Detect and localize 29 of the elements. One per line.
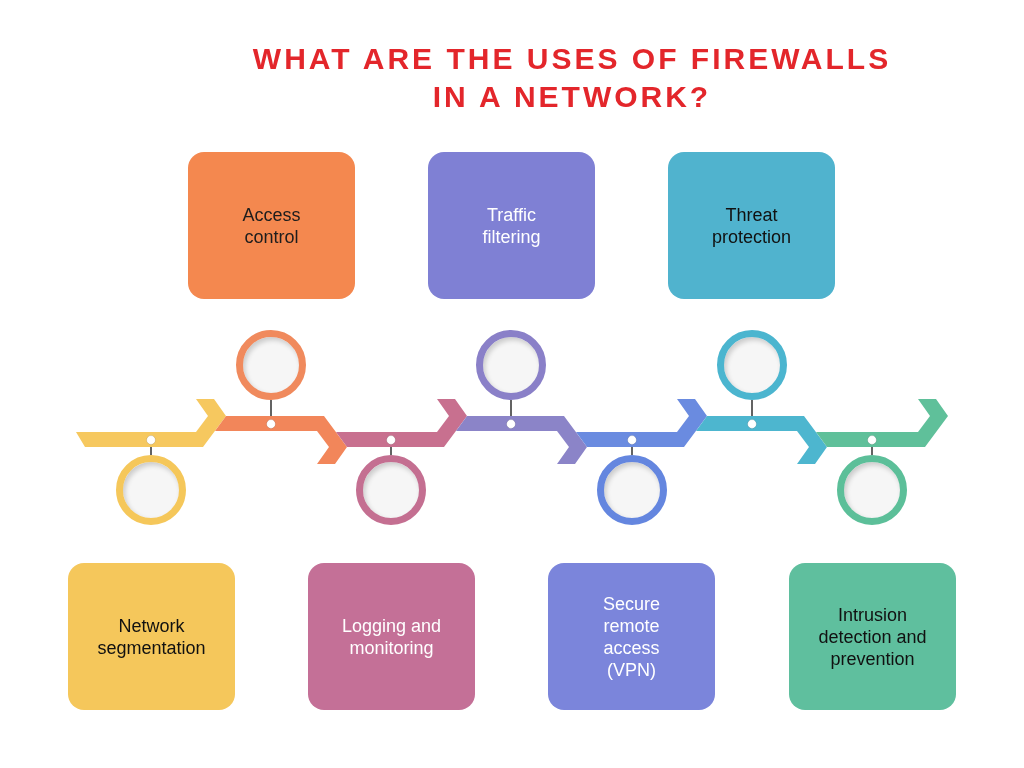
feature-card bbox=[548, 563, 715, 710]
diagram-title: WHAT ARE THE USES OF FIREWALLS IN A NETWORK? bbox=[251, 41, 893, 115]
connector-line bbox=[751, 399, 753, 417]
timeline-arrow-segment bbox=[76, 399, 226, 447]
card-label: Access control bbox=[241, 203, 302, 248]
feature-card bbox=[188, 152, 355, 299]
feature-card bbox=[428, 152, 595, 299]
card-label: Threat protection bbox=[710, 203, 793, 248]
card-label: Traffic filtering bbox=[481, 203, 542, 248]
timeline-arrow-segment bbox=[696, 416, 827, 464]
connector-line bbox=[631, 446, 633, 456]
feature-card bbox=[308, 563, 475, 710]
connector-line bbox=[510, 399, 512, 417]
feature-card bbox=[68, 563, 235, 710]
timeline-arrow-segment bbox=[576, 399, 707, 447]
timeline-arrow-segment bbox=[816, 399, 948, 447]
feature-card bbox=[789, 563, 956, 710]
timeline-arrow-segment bbox=[456, 416, 587, 464]
connector-line bbox=[270, 399, 272, 417]
connector-line bbox=[871, 446, 873, 456]
card-label: Secure remote access (VPN) bbox=[601, 592, 661, 681]
card-label: Logging and monitoring bbox=[340, 614, 443, 659]
timeline-arrow-segment bbox=[215, 416, 347, 464]
card-label: Network segmentation bbox=[96, 614, 207, 659]
connector-line bbox=[150, 446, 152, 456]
feature-card bbox=[668, 152, 835, 299]
connector-line bbox=[390, 446, 392, 456]
card-label: Intrusion detection and prevention bbox=[817, 603, 928, 670]
timeline-arrow-segment bbox=[336, 399, 467, 447]
